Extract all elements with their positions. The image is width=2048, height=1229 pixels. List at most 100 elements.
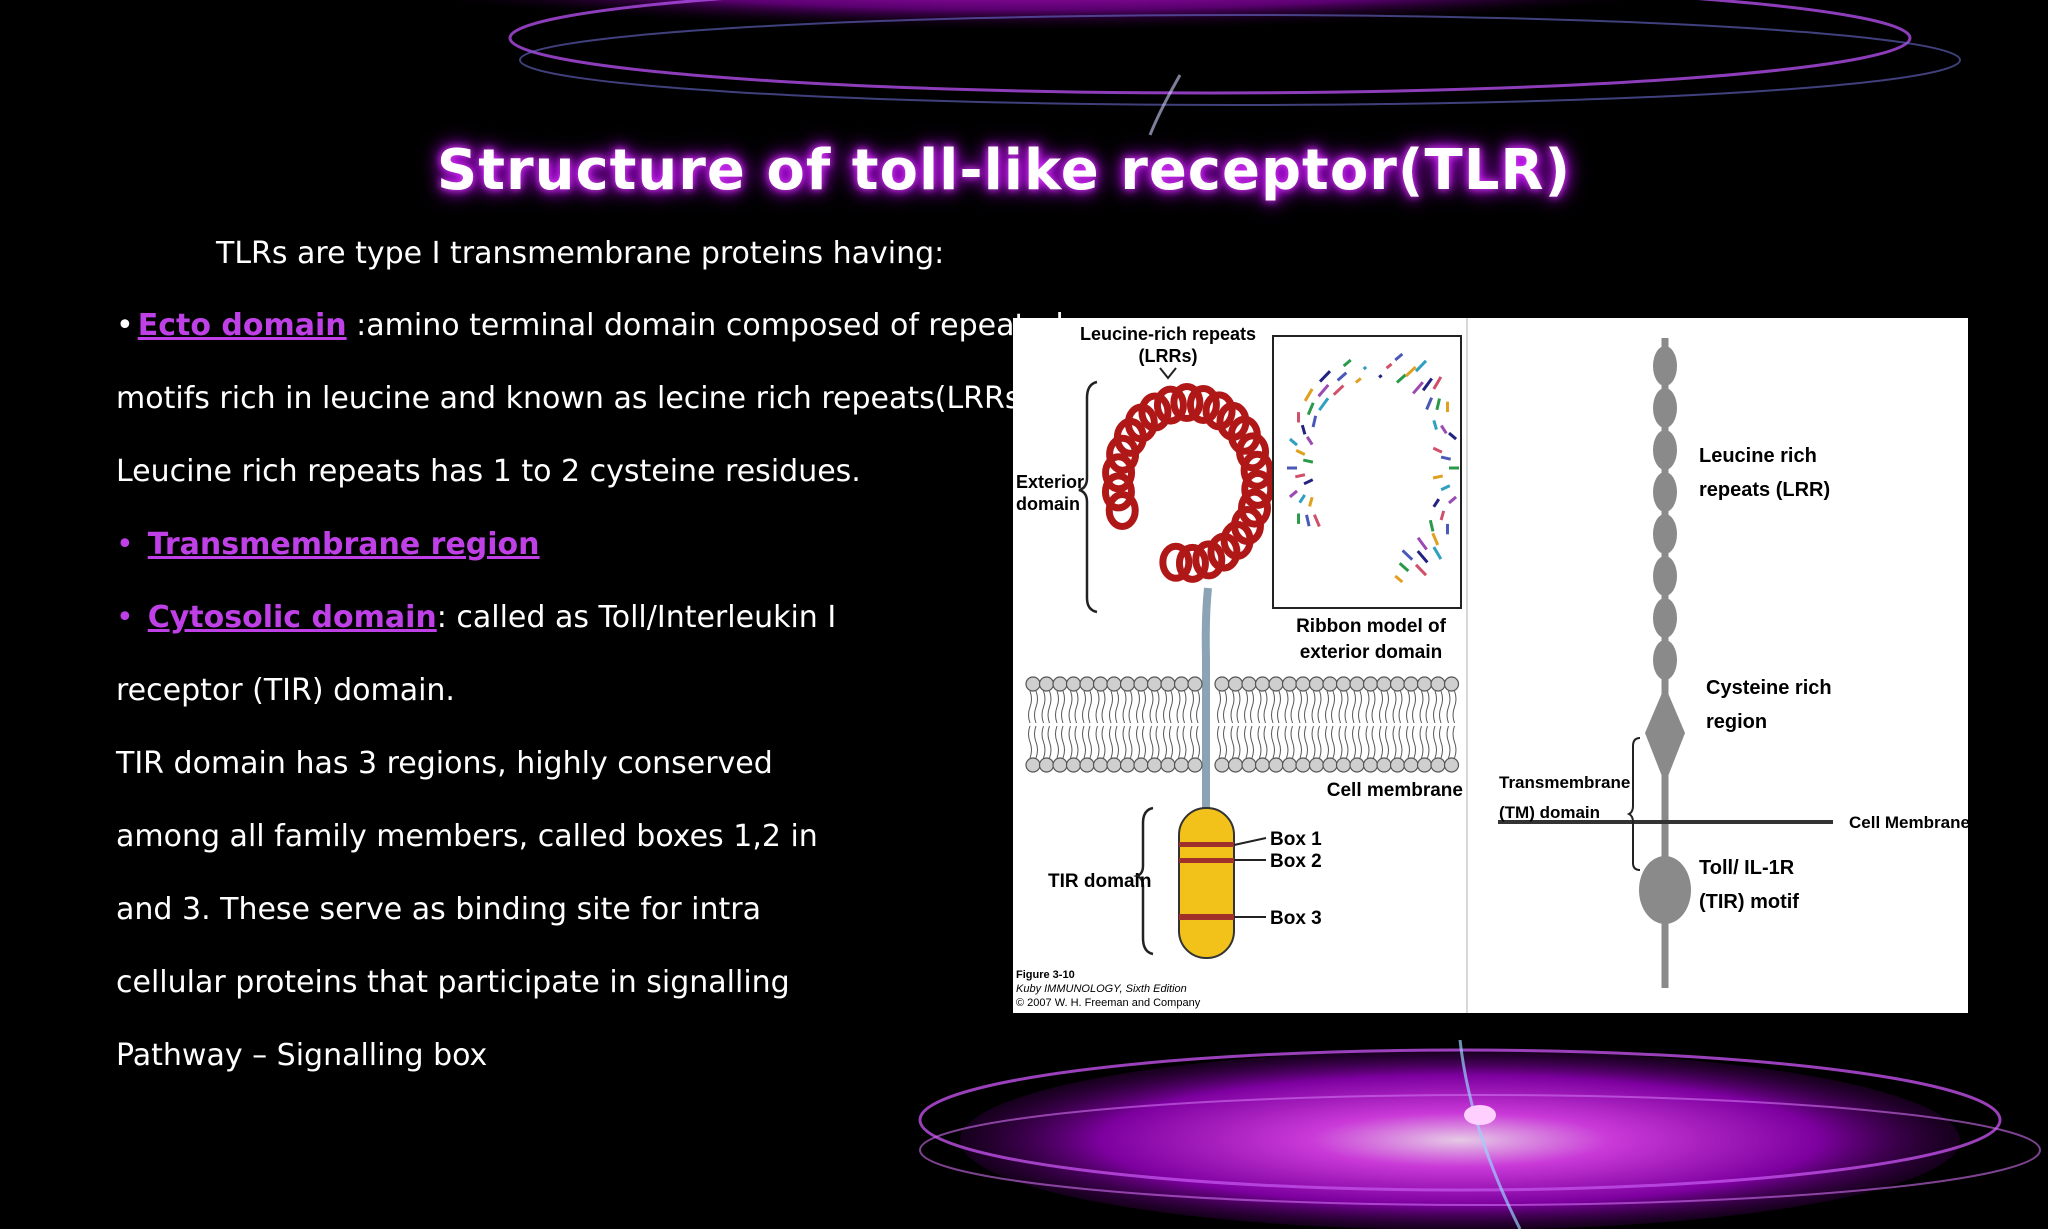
motifs-text: motifs rich in leucine and known as leci…	[116, 381, 1042, 416]
lipid-tail	[1163, 725, 1173, 759]
lipid-tail	[1433, 690, 1443, 724]
lipid-head	[1362, 757, 1379, 773]
lipid-tail	[1055, 690, 1065, 724]
lipid-head	[1335, 757, 1352, 773]
tir-regions-text: TIR domain has 3 regions, highly conserv…	[116, 746, 773, 781]
lipid-head	[1133, 676, 1149, 692]
cysteine-rich-diamond	[1645, 686, 1685, 784]
lipid-tail	[1284, 690, 1295, 724]
helix-coil	[1236, 432, 1270, 472]
ribbon-strand	[1432, 474, 1444, 480]
ribbon-strand	[1295, 449, 1306, 456]
lipid-tail	[1149, 725, 1160, 759]
lipid-head	[1268, 676, 1284, 692]
ribbon-model-box	[1272, 335, 1462, 609]
lipid-head	[1241, 757, 1257, 773]
helix-coil	[1207, 532, 1241, 572]
ribbon-strand	[1318, 397, 1330, 411]
lipid-head	[1403, 676, 1419, 692]
lrr-bead	[1653, 640, 1677, 680]
cellular-text: cellular proteins that participate in si…	[116, 965, 790, 1000]
box1-pointer	[1233, 837, 1267, 846]
ribbon-strand	[1298, 494, 1306, 504]
lipid-tail	[1230, 690, 1241, 724]
cysteine-label-2: region	[1706, 711, 1767, 733]
lipid-tail	[1095, 690, 1106, 724]
lipid-tail	[1136, 725, 1146, 759]
lipid-tail	[1406, 725, 1416, 759]
ribbon-strand	[1432, 498, 1441, 508]
lipid-head	[1254, 676, 1271, 692]
lipid-head	[1146, 676, 1163, 692]
transmembrane-line: • Transmembrane region	[116, 527, 540, 562]
ribbon-model	[1287, 352, 1459, 584]
lipid-head	[1160, 676, 1176, 692]
helix-coil	[1241, 469, 1275, 509]
box3-band	[1179, 914, 1234, 920]
lipid-head	[1376, 757, 1392, 773]
ribbon-label: Ribbon model of	[1296, 616, 1447, 637]
lrr-bead	[1653, 472, 1677, 512]
transmembrane-link[interactable]: Transmembrane region	[147, 527, 540, 562]
ecto-domain-link[interactable]: Ecto domain	[137, 308, 347, 343]
cytosolic-line: •Cytosolic domain: called as Toll/Interl…	[116, 600, 836, 635]
lipid-head	[1106, 757, 1122, 773]
tm-label-2: (TM) domain	[1499, 803, 1600, 822]
transmembrane-stalk	[1201, 587, 1212, 808]
lipid-head	[1322, 757, 1338, 773]
lipid-head	[1389, 757, 1406, 773]
lipid-head	[1146, 757, 1163, 773]
lipid-tail	[1257, 725, 1268, 759]
cytosolic-domain-link[interactable]: Cytosolic domain	[147, 600, 437, 635]
ribbon-strand	[1303, 478, 1314, 486]
lipid-tail	[1041, 725, 1052, 759]
bullet-icon: •	[116, 308, 134, 343]
helix-coil	[1170, 383, 1204, 423]
box2-band	[1179, 858, 1234, 863]
ribbon-strand	[1294, 473, 1306, 479]
tir-motif-label-2: (TIR) motif	[1699, 891, 1799, 913]
and3-text: and 3. These serve as binding site for i…	[116, 892, 761, 927]
lipid-head	[1443, 757, 1460, 773]
box1-label: Box 1	[1270, 829, 1322, 850]
lipid-head	[1416, 757, 1433, 773]
tir-motif-shape	[1639, 856, 1691, 924]
ribbon-label-2: exterior domain	[1300, 642, 1443, 663]
lipid-tail	[1338, 725, 1349, 759]
bullet-icon: •	[116, 527, 134, 562]
ribbon-strand	[1305, 514, 1311, 527]
lipid-tail	[1379, 690, 1389, 724]
lipid-tail	[1190, 690, 1200, 724]
exterior-label-2: domain	[1016, 494, 1080, 514]
helix-coil	[1240, 450, 1274, 490]
lipid-head	[1025, 757, 1041, 773]
lipid-head	[1362, 676, 1379, 692]
lipid-head	[1119, 676, 1136, 692]
lipid-tail	[1284, 725, 1295, 759]
lipid-head	[1187, 676, 1203, 692]
helix-coil	[1159, 542, 1193, 582]
helix-coil	[1101, 472, 1135, 512]
lipid-tail	[1298, 690, 1308, 724]
lipid-head	[1227, 676, 1244, 692]
lipid-tail	[1406, 690, 1416, 724]
lipid-tail	[1365, 725, 1376, 759]
lipid-tail	[1311, 725, 1322, 759]
tir-brace	[1133, 806, 1154, 956]
bullet-icon: •	[116, 600, 134, 635]
lipid-tail	[1082, 690, 1092, 724]
lipid-tail	[1433, 725, 1443, 759]
lipid-tail	[1244, 690, 1254, 724]
lrr-bead	[1653, 388, 1677, 428]
lipid-head	[1254, 757, 1271, 773]
lipid-tail	[1028, 690, 1038, 724]
lipid-tail	[1149, 690, 1160, 724]
ribbon-strand	[1318, 370, 1332, 383]
cell-membrane-label: Cell membrane	[1327, 780, 1463, 801]
lipid-head	[1268, 757, 1284, 773]
lipid-head	[1281, 676, 1298, 692]
lipid-head	[1052, 676, 1068, 692]
box2-label: Box 2	[1270, 851, 1322, 872]
lipid-head	[1173, 757, 1190, 773]
ribbon-strand	[1378, 374, 1383, 379]
